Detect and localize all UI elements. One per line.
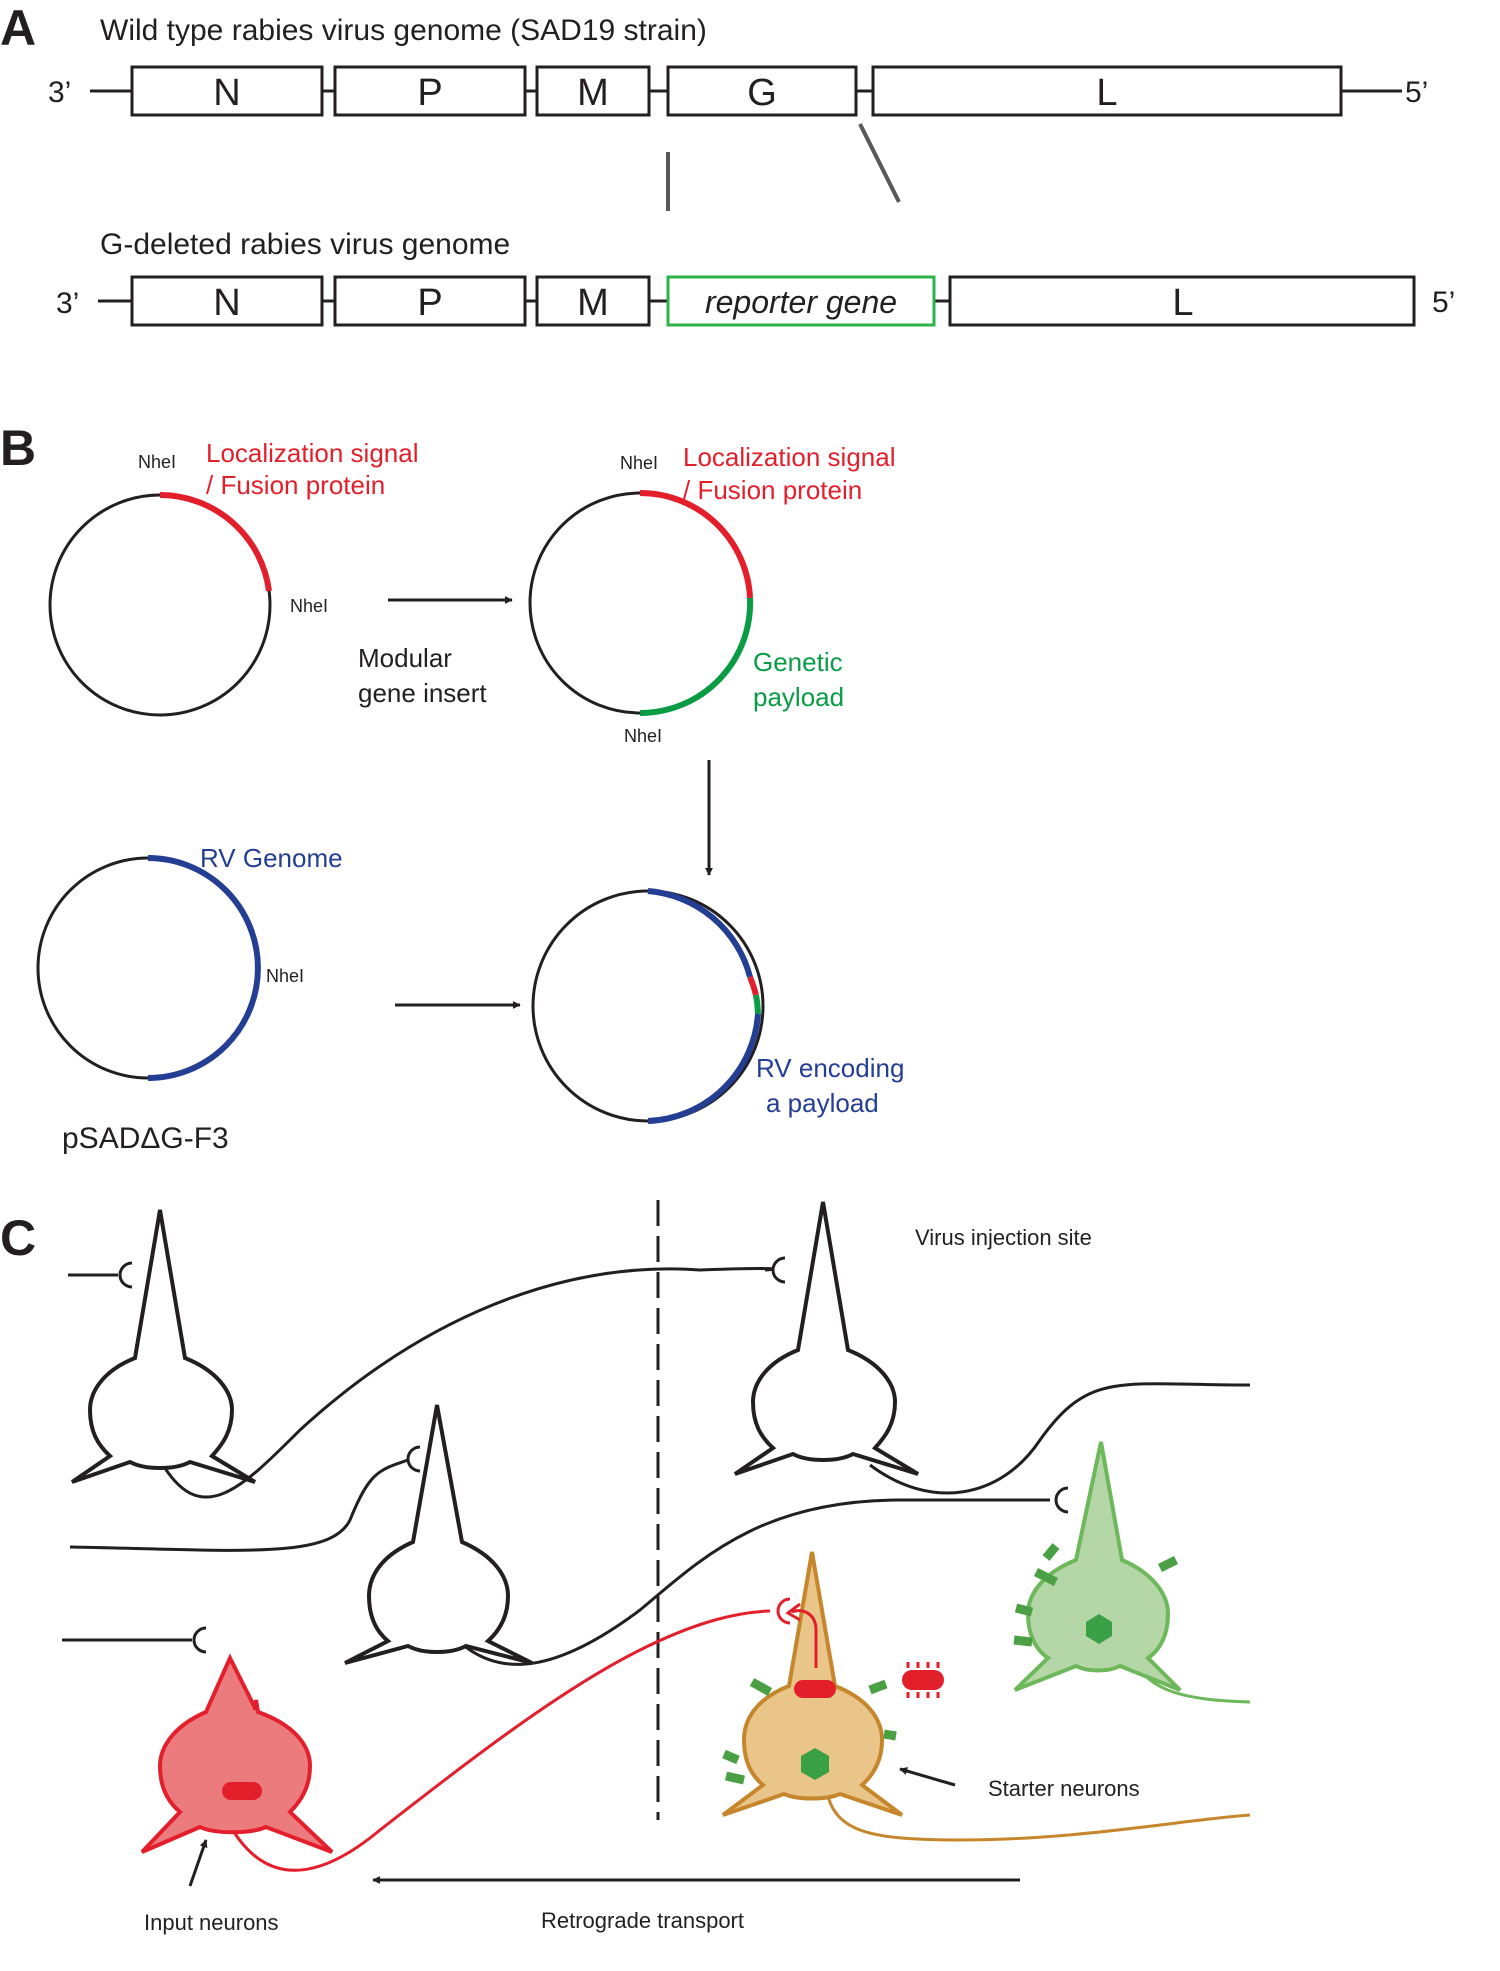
plasmid1-nhel-top: NheI: [138, 452, 176, 472]
plasmid1-red-arc: [159, 492, 272, 592]
wt-genome: 3’ N P M G L 5’: [48, 65, 1428, 117]
dg-label-p: P: [417, 282, 442, 324]
modular-line2: gene insert: [358, 678, 487, 708]
starter-label: Starter neurons: [988, 1776, 1140, 1801]
dg-label-reporter: reporter gene: [705, 284, 897, 320]
input-label: Input neurons: [144, 1910, 279, 1935]
synapse-2: [62, 1626, 207, 1654]
dg-label-m: M: [577, 282, 609, 324]
axon-orange: [823, 1779, 1251, 1842]
plasmid2-red-arc: [639, 489, 753, 599]
panel-letter-b: B: [0, 420, 36, 476]
plasmid2-nhel-bottom: NheI: [624, 726, 662, 746]
panel-c: C Virus injection site: [0, 1200, 1251, 1935]
dg-gene-n: [130, 275, 324, 327]
plasmid3-blue-arc: [147, 855, 261, 1081]
modular-line1: Modular: [358, 643, 452, 673]
starter-pointer-arrow: [899, 1767, 956, 1787]
injection-site-label: Virus injection site: [915, 1225, 1092, 1250]
plasmid-name: pSADΔG-F3: [62, 1122, 229, 1155]
wt-gene-n: [130, 65, 324, 117]
deletion-line-right: [858, 123, 901, 203]
dg-reporter-gene: [666, 275, 936, 327]
plasmid2-loc-line1: Localization signal: [683, 442, 895, 472]
rv-genome-label: RV Genome: [200, 843, 343, 873]
wt-label-g: G: [747, 72, 777, 114]
virus-particle-free-icon: [902, 1662, 944, 1698]
panel-b: B NheI NheI Localization signal / Fusion…: [0, 420, 904, 1155]
plasmid-rv-genome: RV Genome NheI pSADΔG-F3: [36, 843, 343, 1155]
wt-genome-title: Wild type rabies virus genome (SAD19 str…: [100, 14, 707, 47]
dg-3-end: 3’: [56, 287, 79, 320]
axon-red: [226, 1609, 771, 1872]
axon-2: [69, 1458, 409, 1552]
panel-a: A Wild type rabies virus genome (SAD19 s…: [0, 0, 1455, 327]
wt-label-n: N: [213, 72, 240, 114]
input-pointer-arrow: [188, 1839, 208, 1887]
wt-gene-g: [666, 65, 858, 117]
axon-4: [869, 1382, 1251, 1495]
neuron-red: [140, 1653, 334, 1854]
wt-label-l: L: [1096, 72, 1117, 114]
synapse-3: [406, 1445, 421, 1473]
plasmid-localization: NheI NheI Localization signal / Fusion p…: [48, 438, 418, 717]
neuron-black-1: [70, 1209, 257, 1484]
synapse-red: [776, 1597, 791, 1625]
wt-gene-p: [333, 65, 527, 117]
wt-gene-l: [871, 65, 1343, 117]
payload-line1: Genetic: [753, 647, 843, 677]
plasmid4-blue-arc-top: [647, 888, 753, 978]
synapse-5: [1054, 1486, 1069, 1514]
axon-1: [158, 1267, 775, 1499]
panel-letter-c: C: [0, 1210, 36, 1266]
dg-gene-m: [535, 275, 651, 327]
wt-label-m: M: [577, 72, 609, 114]
wt-3-end: 3’: [48, 76, 71, 109]
dg-gene-p: [333, 275, 527, 327]
dg-label-n: N: [213, 282, 240, 324]
synapse-4: [771, 1256, 786, 1284]
payload-line2: payload: [753, 682, 844, 712]
plasmid-payload: NheI NheI Localization signal / Fusion p…: [528, 442, 895, 746]
dg-5-end: 5’: [1432, 286, 1455, 319]
synapse-1: [68, 1261, 133, 1289]
plasmid4-green-arc: [753, 994, 761, 1015]
panel-letter-a: A: [0, 0, 36, 56]
axon-3: [438, 1498, 1050, 1666]
neuron-black-3: [733, 1201, 920, 1476]
neuron-green: [1013, 1441, 1182, 1692]
dg-label-l: L: [1172, 282, 1193, 324]
plasmid4-red-arc: [747, 975, 759, 996]
plasmid2-nhel-top: NheI: [620, 453, 658, 473]
wt-5-end: 5’: [1405, 76, 1428, 109]
plasmid2-loc-line2: / Fusion protein: [683, 475, 862, 505]
plasmid1-loc-line2: / Fusion protein: [206, 470, 385, 500]
dg-gene-l: [948, 275, 1416, 327]
plasmid-rv-payload: RV encoding a payload: [531, 888, 904, 1124]
rv-enc-line1: RV encoding: [756, 1053, 904, 1083]
neuron-orange: [721, 1551, 904, 1817]
retrograde-label: Retrograde transport: [541, 1908, 744, 1933]
rv-enc-line2: a payload: [766, 1088, 879, 1118]
virus-particle-icon: [222, 1782, 262, 1800]
nucleus-hexagon-icon: [1086, 1614, 1112, 1644]
plasmid2-green-arc: [639, 597, 754, 717]
plasmid3-nhel: NheI: [266, 966, 304, 986]
neuron-black-2: [344, 1404, 533, 1665]
wt-gene-m: [535, 65, 651, 117]
dg-genome-title: G-deleted rabies virus genome: [100, 228, 510, 261]
dg-genome: 3’ N P M reporter gene L 5’: [56, 275, 1455, 327]
wt-label-p: P: [417, 72, 442, 114]
virus-particle-icon: [794, 1680, 836, 1698]
nucleus-hexagon-icon: [801, 1748, 829, 1780]
plasmid1-loc-line1: Localization signal: [206, 438, 418, 468]
retrograde-arrow-icon: [791, 1609, 818, 1668]
plasmid1-nhel-right: NheI: [290, 596, 328, 616]
plasmid4-blue-arc-bottom: [647, 1013, 761, 1124]
